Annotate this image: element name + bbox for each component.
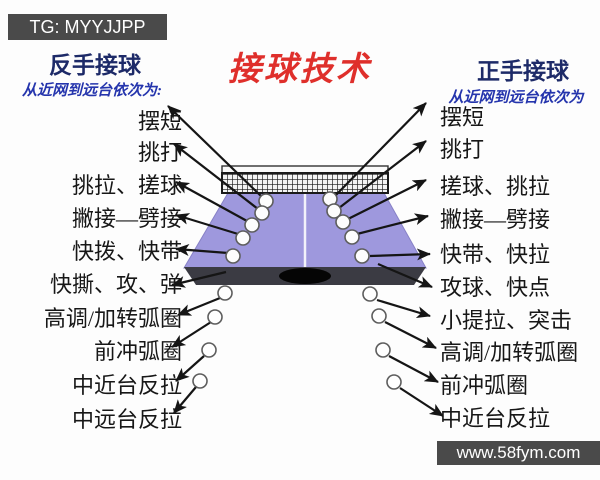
technique-label: 快带、快拉 xyxy=(440,242,551,267)
technique-label: 中近台反拉 xyxy=(440,406,551,431)
ball xyxy=(254,205,270,221)
ball xyxy=(335,214,351,230)
arrow-line xyxy=(175,181,248,222)
technique-label: 中近台反拉 xyxy=(71,373,182,398)
technique-label: 挑打 xyxy=(440,137,485,162)
arrow-line xyxy=(377,262,433,289)
balls-on-table-right xyxy=(322,191,370,264)
arrow-line xyxy=(347,179,427,220)
arrow-line xyxy=(177,296,221,317)
ball xyxy=(326,203,342,219)
technique-label: 撇接—劈接 xyxy=(440,207,551,232)
ball xyxy=(344,229,360,245)
ball xyxy=(375,342,391,358)
technique-label: 挑打 xyxy=(137,140,182,165)
ball xyxy=(362,286,378,302)
ball xyxy=(371,308,387,324)
ball xyxy=(225,248,241,264)
table-shadow-ellipse xyxy=(279,268,331,284)
technique-label: 高调/加转弧圈 xyxy=(440,340,579,365)
left-arrows xyxy=(167,105,263,414)
technique-label: 撇接—劈接 xyxy=(71,206,182,231)
backhand-heading: 反手接球 xyxy=(49,53,141,78)
page-title: 接球技术 xyxy=(228,52,372,88)
arrow-line xyxy=(384,321,437,349)
arrow-line xyxy=(175,244,229,256)
backhand-label-column: 摆短 挑打 挑拉、搓球 撇接—劈接 快拨、快带 快撕、攻、弹 高调/加转弧圈 前… xyxy=(0,0,182,480)
arrow-line xyxy=(356,213,429,236)
technique-label: 挑拉、搓球 xyxy=(71,173,182,198)
arrow-line xyxy=(171,270,227,288)
arrow-line xyxy=(175,213,239,236)
technique-label: 中远台反拉 xyxy=(71,407,182,432)
arrow-line xyxy=(175,355,205,382)
technique-label: 攻球、快点 xyxy=(440,275,551,300)
technique-label: 小提拉、突击 xyxy=(440,308,573,333)
technique-label: 快撕、攻、弹 xyxy=(49,272,182,297)
ball xyxy=(201,342,217,358)
forehand-label-column: 摆短 挑打 搓球、挑拉 撇接—劈接 快带、快拉 攻球、快点 小提拉、突击 高调/… xyxy=(440,0,600,480)
arrow-line xyxy=(167,105,263,198)
watermark-badge-top: TG: MYYJJPP xyxy=(8,14,167,40)
net xyxy=(221,165,389,194)
technique-label: 搓球、挑拉 xyxy=(440,174,551,199)
arrow-line xyxy=(334,102,427,197)
ball xyxy=(235,230,251,246)
balls-below-table-left xyxy=(192,285,233,389)
technique-label: 前冲弧圈 xyxy=(440,373,529,398)
arrow-line xyxy=(171,321,212,348)
arrow-line xyxy=(388,355,439,383)
technique-label: 高调/加转弧圈 xyxy=(43,306,182,331)
ball xyxy=(217,285,233,301)
arrow-line xyxy=(338,140,427,209)
ball xyxy=(386,374,402,390)
arrow-line xyxy=(173,386,197,414)
arrow-line xyxy=(173,143,259,210)
ball xyxy=(244,217,260,233)
ball xyxy=(354,248,370,264)
forehand-subheading: 从近网到远台依次为 xyxy=(448,90,584,106)
technique-label: 摆短 xyxy=(137,109,182,134)
ball xyxy=(207,309,223,325)
balls-on-table-left xyxy=(225,193,274,264)
arrow-line xyxy=(376,298,431,318)
forehand-heading: 正手接球 xyxy=(477,59,569,84)
backhand-subheading: 从近网到远台依次为: xyxy=(22,83,162,99)
technique-label: 前冲弧圈 xyxy=(93,339,182,364)
ball xyxy=(192,373,208,389)
technique-label: 快拨、快带 xyxy=(71,239,182,264)
arrow-line xyxy=(369,248,431,261)
watermark-badge-bottom: www.58fym.com xyxy=(437,441,600,465)
technique-label: 摆短 xyxy=(440,105,485,130)
right-arrows xyxy=(334,102,444,417)
balls-below-table-right xyxy=(362,286,402,390)
arrow-line xyxy=(399,387,444,417)
net-mesh xyxy=(221,172,389,194)
